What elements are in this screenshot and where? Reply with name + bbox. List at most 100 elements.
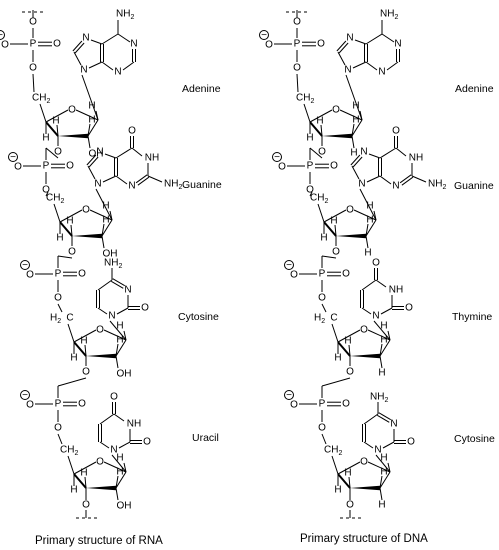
- negative-charge-circle: [272, 152, 282, 162]
- bond-line: [323, 209, 347, 223]
- negative-charge-circle: [259, 30, 269, 40]
- oxygen-atom: O: [1, 40, 9, 51]
- bond-line: [338, 42, 349, 54]
- bond-line: [382, 441, 395, 449]
- bond-line: [56, 124, 59, 137]
- bond-line: [87, 123, 91, 137]
- bond-line: [103, 329, 127, 341]
- oxygen-atom: O: [332, 247, 340, 258]
- oxygen-atom: O: [318, 147, 326, 158]
- bond-line: [317, 203, 325, 223]
- hydrogen-atom: H: [352, 101, 359, 112]
- hydrogen-atom: H: [66, 216, 73, 227]
- bond-line: [97, 307, 108, 315]
- bond-line: [53, 203, 61, 223]
- nitrogen-atom: N: [124, 285, 131, 296]
- oxygen-atom: O: [66, 161, 74, 172]
- bond-line: [309, 121, 323, 137]
- bond-line: [115, 343, 119, 357]
- wedge-bond: [350, 353, 380, 359]
- bond-line: [348, 476, 351, 489]
- hydrogen-atom: H: [70, 485, 77, 496]
- bond-line: [147, 175, 163, 183]
- bond-line: [321, 433, 327, 445]
- carbonyl-oxygen: O: [407, 437, 415, 448]
- bond-line: [337, 329, 361, 343]
- hydrogen-atom: H: [116, 453, 123, 464]
- bond-line: [401, 176, 414, 186]
- oxygen-atom: O: [54, 293, 62, 304]
- bond-line: [99, 441, 110, 449]
- ring-oxygen: O: [96, 325, 104, 336]
- rna-base-1-label: Adenine: [182, 83, 221, 95]
- bond-line: [376, 414, 390, 423]
- hydrogen-atom: H: [344, 336, 351, 347]
- bond-line: [67, 323, 75, 343]
- bond-line: [115, 487, 119, 501]
- nitrogen-atom: N: [130, 39, 137, 50]
- bond-line: [89, 209, 113, 221]
- bond-line: [365, 223, 369, 237]
- negative-charge-circle: [284, 390, 294, 400]
- hydrogen-atom: H: [380, 321, 387, 332]
- bond-line: [375, 454, 391, 473]
- bond-line: [117, 33, 131, 43]
- bond-line: [39, 103, 47, 123]
- oxygen-atom: O: [306, 185, 314, 196]
- bond-line: [351, 119, 363, 137]
- negative-charge-circle: [0, 30, 5, 40]
- bond-line: [115, 339, 127, 357]
- dna-base-2-label: Guanine: [454, 180, 494, 192]
- bond-line: [45, 147, 59, 159]
- nitrogen-atom: N: [114, 67, 121, 78]
- ring-oxygen: O: [82, 205, 90, 216]
- bond-line: [88, 61, 103, 69]
- hydrogen-atom: H: [378, 500, 385, 511]
- oxygen-atom: O: [29, 63, 37, 74]
- amino-group: NH2: [428, 179, 446, 191]
- bond-line: [365, 33, 383, 45]
- bond-line: [353, 209, 377, 221]
- bond-line: [373, 320, 391, 341]
- bond-line: [59, 221, 73, 237]
- ch2-group: CH2: [296, 93, 314, 105]
- nh-group: NH: [127, 419, 141, 430]
- wedge-bond: [58, 133, 88, 139]
- nitrogen-atom: N: [374, 445, 381, 456]
- nitrogen-atom: N: [128, 181, 135, 192]
- ch2-group: CH2: [60, 445, 78, 457]
- bond-line: [104, 153, 117, 159]
- bond-line: [381, 33, 395, 43]
- oxygen-atom: O: [342, 269, 350, 280]
- bond-line: [352, 156, 363, 168]
- phosphorus-atom: P: [55, 399, 62, 410]
- negative-charge-sign: −: [286, 260, 292, 271]
- bond-line: [399, 174, 412, 184]
- bond-line: [363, 441, 374, 449]
- oxygen-atom: O: [29, 17, 37, 28]
- negative-charge-sign: −: [274, 152, 280, 163]
- bond-line: [354, 39, 367, 45]
- bond-line: [367, 461, 391, 473]
- bond-line: [45, 109, 69, 123]
- bond-line: [331, 323, 339, 343]
- carbonyl-oxygen: O: [141, 303, 149, 314]
- nitrogen-atom: N: [110, 445, 117, 456]
- hydrogen-atom: H: [306, 133, 313, 144]
- oxygen-atom: O: [26, 270, 34, 281]
- bond-line: [339, 109, 363, 121]
- negative-charge-circle: [20, 390, 30, 400]
- negative-charge-sign: −: [22, 260, 28, 271]
- bond-line: [115, 475, 119, 489]
- bond-line: [110, 280, 124, 289]
- hydrogen-atom: H: [102, 215, 109, 226]
- bond-line: [87, 165, 96, 180]
- h2c-group: H2: [50, 313, 61, 325]
- carbonyl-oxygen: O: [110, 392, 118, 403]
- bond-line: [115, 355, 119, 369]
- bond-line: [109, 320, 127, 341]
- bond-line: [57, 255, 73, 259]
- bond-line: [102, 175, 117, 183]
- bond-line: [345, 74, 363, 121]
- bond-line: [123, 462, 127, 473]
